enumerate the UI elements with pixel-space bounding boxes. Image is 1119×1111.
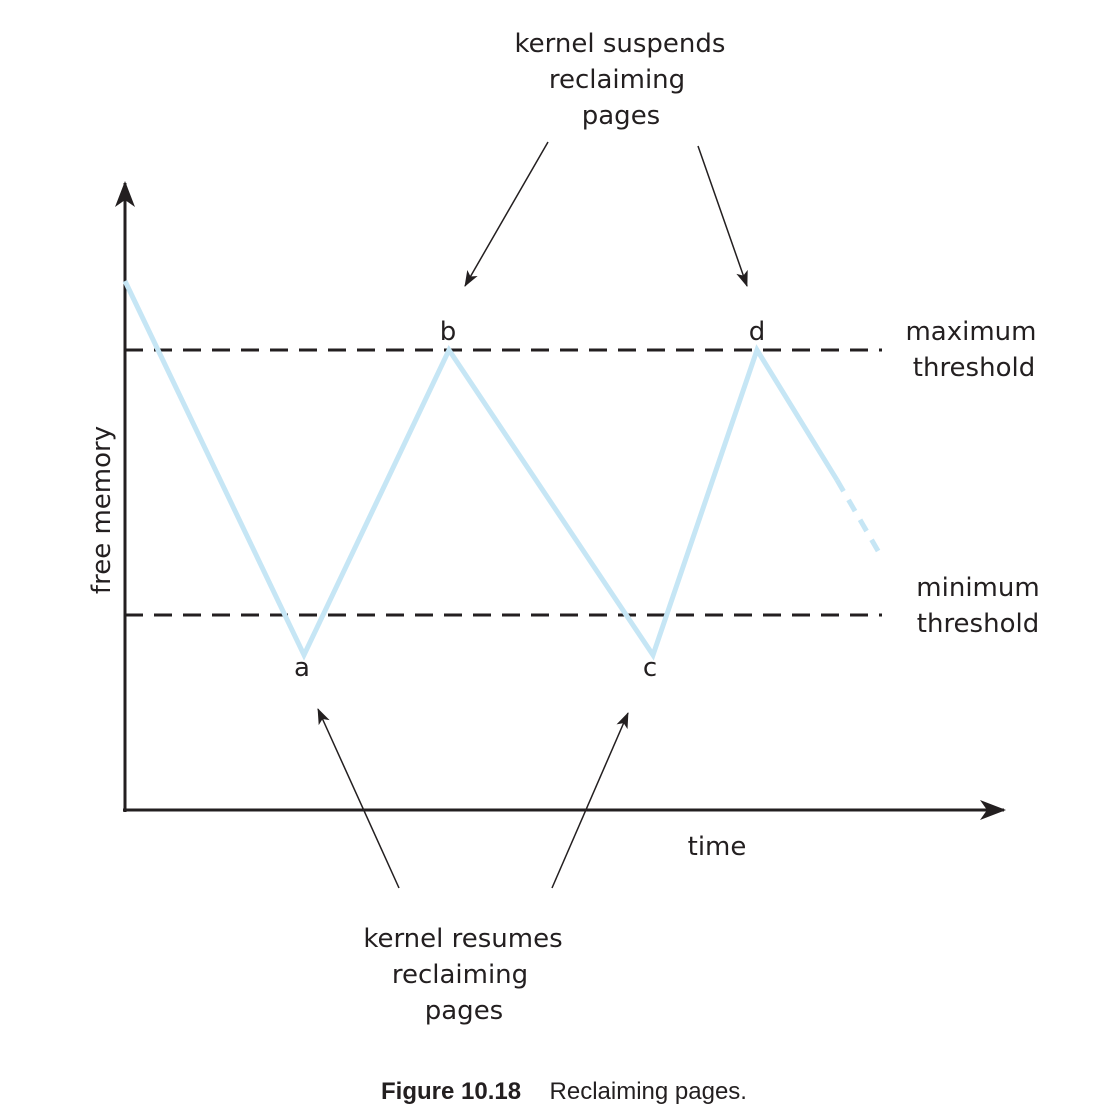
point-a-label: a (294, 653, 310, 683)
resumes-annotation-line2: reclaiming (392, 960, 528, 990)
suspends-annotation-line1: kernel suspends (515, 29, 726, 59)
x-axis-label: time (688, 832, 747, 862)
suspends-annotation-line3: pages (582, 101, 660, 131)
y-axis-label: free memory (87, 426, 117, 594)
resumes-annotation-line3: pages (425, 996, 503, 1026)
suspends-arrow-to-b (464, 141, 549, 287)
suspends-annotation-line2: reclaiming (549, 65, 685, 95)
point-c-label: c (643, 653, 657, 683)
figure-caption: Figure 10.18 Reclaiming pages. (381, 1078, 747, 1105)
minimum-threshold-label-line1: minimum (916, 573, 1039, 603)
point-d-label: d (749, 317, 766, 347)
free-memory-curve-continuation (834, 478, 884, 558)
minimum-threshold-label-line2: threshold (917, 609, 1039, 639)
resumes-arrow-to-a (317, 708, 400, 889)
figure-caption-text: Reclaiming pages. (550, 1078, 747, 1105)
point-b-label: b (440, 317, 457, 347)
free-memory-curve (122, 279, 840, 661)
resumes-annotation-line1: kernel resumes (363, 924, 562, 954)
maximum-threshold-label-line2: threshold (913, 353, 1035, 383)
suspends-arrow-to-d (697, 145, 748, 287)
maximum-threshold-label-line1: maximum (905, 317, 1036, 347)
figure-number: Figure 10.18 (381, 1078, 521, 1105)
resumes-arrow-to-c (551, 712, 629, 889)
